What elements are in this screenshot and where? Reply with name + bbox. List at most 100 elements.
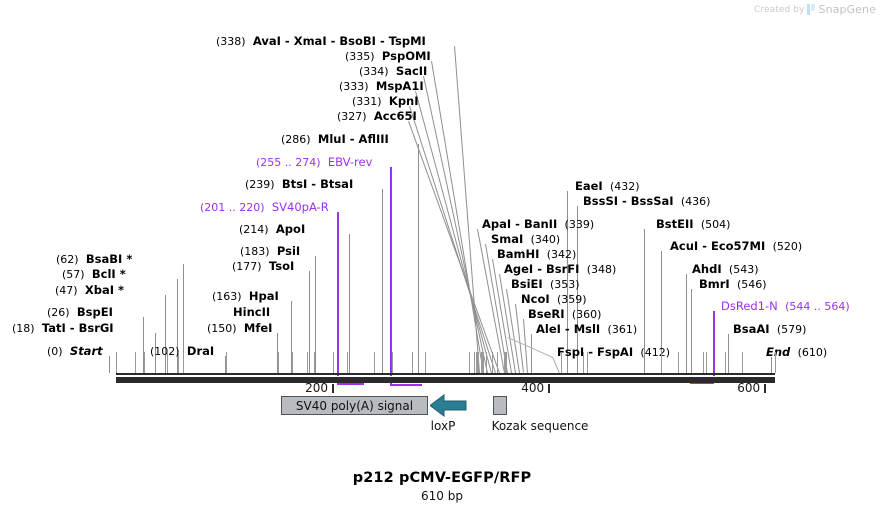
enzyme-label-apoi[interactable]: (214) ApoI	[239, 223, 305, 236]
cut-site-hash	[425, 352, 426, 373]
label-position: (26)	[47, 306, 70, 319]
enzyme-label-acui[interactable]: AcuI - Eco57MI (520)	[670, 240, 802, 253]
label-name: SmaI	[491, 232, 524, 246]
ruler-tick-label-200: 200	[305, 381, 329, 395]
enzyme-label-mspa1i[interactable]: (333) MspA1I	[339, 80, 424, 93]
label-position: (150)	[207, 322, 237, 335]
enzyme-label-fspi[interactable]: FspI - FspAI (412)	[557, 346, 670, 359]
cut-site-hash	[582, 352, 584, 373]
label-name: BmrI	[699, 277, 730, 291]
enzyme-label-avai[interactable]: (338) AvaI - XmaI - BsoBI - TspMI	[216, 35, 426, 48]
cut-site-hash	[492, 352, 493, 373]
label-position: (361)	[607, 323, 638, 336]
enzyme-label-alei[interactable]: AleI - MslI (361)	[536, 323, 637, 336]
feature-label-ebv-rev[interactable]: (255 .. 274) EBV-rev	[256, 156, 372, 169]
enzyme-label-hpai[interactable]: (163) HpaI	[212, 290, 279, 303]
cut-site-hash	[506, 352, 507, 373]
enzyme-label-ahdi[interactable]: AhdI (543)	[692, 263, 759, 276]
label-position: (102)	[150, 345, 180, 358]
cut-site-hash	[116, 352, 117, 373]
cut-site-hash	[677, 352, 679, 373]
feature-label-sv40pa-r[interactable]: (201 .. 220) SV40pA-R	[200, 201, 329, 214]
enzyme-label-xbai[interactable]: (47) XbaI *	[55, 284, 124, 297]
enzyme-label-hincii[interactable]: HincII	[233, 306, 270, 318]
leader-line	[348, 234, 350, 373]
enzyme-label-eaei[interactable]: EaeI (432)	[575, 180, 640, 193]
label-name: AhdI	[692, 262, 722, 276]
enzyme-label-apai[interactable]: ApaI - BanII (339)	[482, 218, 594, 231]
enzyme-label-bamhi[interactable]: BamHI (342)	[497, 248, 576, 261]
cut-site-hash	[391, 352, 393, 373]
label-name: AvaI - XmaI - BsoBI - TspMI	[252, 34, 426, 48]
leader-line	[530, 334, 532, 373]
enzyme-label-bmri[interactable]: BmrI (546)	[699, 278, 767, 291]
enzyme-label-btsi[interactable]: (239) BtsI - BtsaI	[245, 178, 353, 191]
cut-site-hash	[177, 352, 179, 373]
cut-site-hash	[135, 352, 137, 373]
cut-site-hash	[475, 352, 477, 373]
enzyme-label-smai[interactable]: SmaI (340)	[491, 233, 560, 246]
enzyme-label-ncoi[interactable]: NcoI (359)	[521, 293, 587, 306]
enzyme-label-end[interactable]: End (610)	[766, 346, 827, 359]
cut-site-hash	[741, 352, 743, 373]
enzyme-label-pspomi[interactable]: (335) PspOMI	[345, 50, 431, 63]
label-position: (177)	[232, 260, 262, 273]
label-name: TatI - BsrGI	[41, 321, 114, 335]
label-name: DraI	[186, 344, 215, 358]
label-name: PspOMI	[381, 49, 431, 63]
label-position: (543)	[728, 263, 759, 276]
enzyme-label-mfei[interactable]: (150) MfeI	[207, 322, 272, 335]
enzyme-label-bseri[interactable]: BseRI (360)	[528, 308, 601, 321]
cut-site-hash	[347, 352, 349, 373]
cut-site-hash	[504, 352, 506, 373]
label-position: (214)	[239, 223, 269, 236]
enzyme-label-tsoi[interactable]: (177) TsoI	[232, 260, 294, 273]
label-name: BsiEI	[511, 277, 543, 291]
leader-line	[308, 271, 310, 373]
feature-bracket	[337, 383, 364, 385]
enzyme-label-bsssi[interactable]: BssSI - BssSaI (436)	[583, 195, 710, 208]
label-name: AcuI - Eco57MI	[670, 239, 766, 253]
enzyme-label-sacii[interactable]: (334) SacII	[359, 65, 427, 78]
ruler-tick-label-400: 400	[521, 381, 545, 395]
enzyme-label-bsiei[interactable]: BsiEI (353)	[511, 278, 580, 291]
enzyme-label-bsabi[interactable]: (62) BsaBI *	[56, 253, 132, 266]
loxp-arrow-icon[interactable]	[430, 394, 470, 418]
snapgene-logo-icon	[807, 4, 815, 15]
label-position: (333)	[339, 80, 369, 93]
enzyme-label-mlui[interactable]: (286) MluI - AflIII	[281, 133, 389, 146]
label-position: (57)	[62, 268, 85, 281]
label-name: EBV-rev	[327, 155, 373, 169]
cut-site-hash	[166, 352, 168, 373]
label-position: (610)	[797, 346, 828, 359]
label-name: BsaBI *	[85, 252, 133, 266]
label-position: (183)	[240, 245, 270, 258]
enzyme-label-bspei[interactable]: (26) BspEI	[47, 306, 113, 319]
enzyme-label-kpni[interactable]: (331) KpnI	[352, 95, 419, 108]
label-position: (544 .. 564)	[785, 300, 850, 313]
feature-label-dsred1-n[interactable]: DsRed1-N (544 .. 564)	[721, 300, 850, 313]
enzyme-label-bsaai[interactable]: BsaAI (579)	[733, 323, 806, 336]
leader-line	[727, 334, 729, 373]
enzyme-label-psii[interactable]: (183) PsiI	[240, 245, 300, 258]
label-name: Acc65I	[373, 109, 417, 123]
label-position: (359)	[556, 293, 587, 306]
enzyme-label-bcli[interactable]: (57) BclI *	[62, 268, 126, 281]
enzyme-label-agei[interactable]: AgeI - BsrFI (348)	[504, 263, 616, 276]
enzyme-label-bstеii[interactable]: BstEII (504)	[656, 218, 730, 231]
label-position: (255 .. 274)	[256, 156, 321, 169]
cut-site-hash	[587, 352, 588, 373]
enzyme-label-acc65i[interactable]: (327) Acc65I	[337, 110, 417, 123]
plasmid-name: p212 pCMV-EGFP/RFP	[352, 470, 532, 486]
enzyme-label-tati[interactable]: (18) TatI - BsrGI	[12, 322, 114, 335]
cut-site-hash	[476, 352, 478, 373]
enzyme-label-start[interactable]: (0) Start	[47, 345, 103, 358]
label-position: (163)	[212, 290, 242, 303]
label-position: (327)	[337, 110, 367, 123]
feature-box-sv40-polya-label: SV40 poly(A) signal	[295, 398, 414, 413]
enzyme-label-drai[interactable]: (102) DraI	[150, 345, 214, 358]
feature-box-kozak[interactable]	[493, 396, 507, 415]
cut-site-hash	[144, 352, 146, 373]
cut-site-hash	[307, 352, 309, 373]
feature-box-sv40-polya[interactable]: SV40 poly(A) signal	[281, 396, 428, 415]
